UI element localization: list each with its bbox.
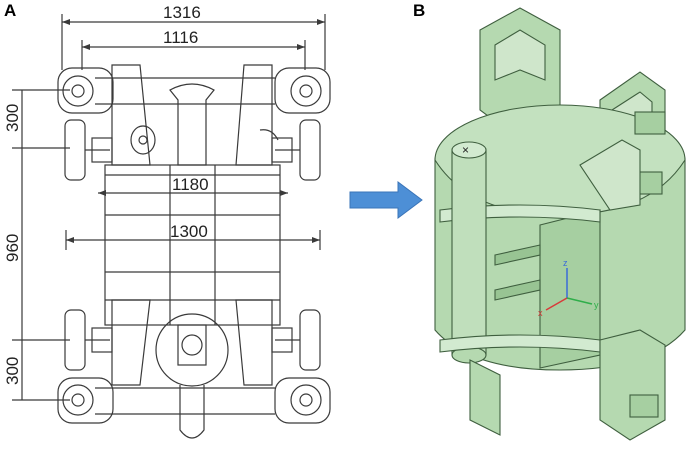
dim-1116: 1116 (163, 28, 198, 47)
dim-1300: 1300 (170, 222, 208, 241)
axis-x-label: x (538, 308, 543, 318)
dim-1180: 1180 (172, 175, 209, 194)
axis-y-label: y (594, 300, 599, 310)
panel-label-a: A (4, 1, 17, 20)
axis-z-label: z (563, 258, 568, 268)
dim-300-bottom: 300 (3, 357, 22, 385)
panel-label-b: B (413, 1, 426, 20)
dim-960: 960 (3, 234, 22, 262)
dim-1316: 1316 (163, 3, 201, 22)
dim-300-top: 300 (3, 104, 22, 132)
axis-triad-icon (545, 268, 593, 311)
cylinder-mark: × (462, 143, 469, 157)
